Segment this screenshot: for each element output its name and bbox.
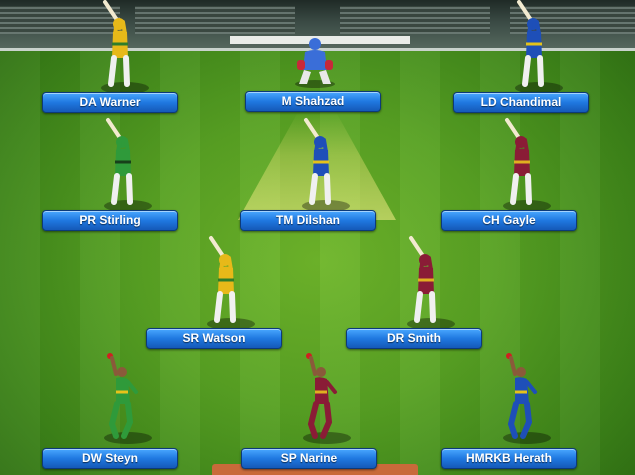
bowler-figure — [499, 352, 551, 446]
bowler-figure — [100, 352, 152, 446]
batsman-figure — [97, 0, 149, 96]
sight-screen — [230, 36, 410, 44]
batsman-figure — [100, 118, 152, 214]
player-name-plate[interactable]: M Shahzad — [245, 91, 381, 112]
player-name-plate[interactable]: CH Gayle — [441, 210, 577, 231]
batsman-figure — [499, 118, 551, 214]
batsman-figure — [298, 118, 350, 214]
player-name-plate[interactable]: SR Watson — [146, 328, 282, 349]
player-name-plate[interactable]: DR Smith — [346, 328, 482, 349]
player-name-plate[interactable]: SP Narine — [241, 448, 377, 469]
player-name-plate[interactable]: TM Dilshan — [240, 210, 376, 231]
bowler-figure — [299, 352, 351, 446]
player-name-plate[interactable]: PR Stirling — [42, 210, 178, 231]
pitch-strip — [212, 464, 418, 475]
player-name-plate[interactable]: DA Warner — [42, 92, 178, 113]
player-name-plate[interactable]: LD Chandimal — [453, 92, 589, 113]
wicketkeeper-figure — [293, 38, 337, 88]
batsman-figure — [511, 0, 563, 96]
batsman-figure — [403, 236, 455, 332]
batsman-figure — [203, 236, 255, 332]
player-name-plate[interactable]: HMRKB Herath — [441, 448, 577, 469]
stand — [135, 6, 295, 34]
stand — [0, 6, 120, 34]
player-name-plate[interactable]: DW Steyn — [42, 448, 178, 469]
stand — [340, 6, 490, 34]
